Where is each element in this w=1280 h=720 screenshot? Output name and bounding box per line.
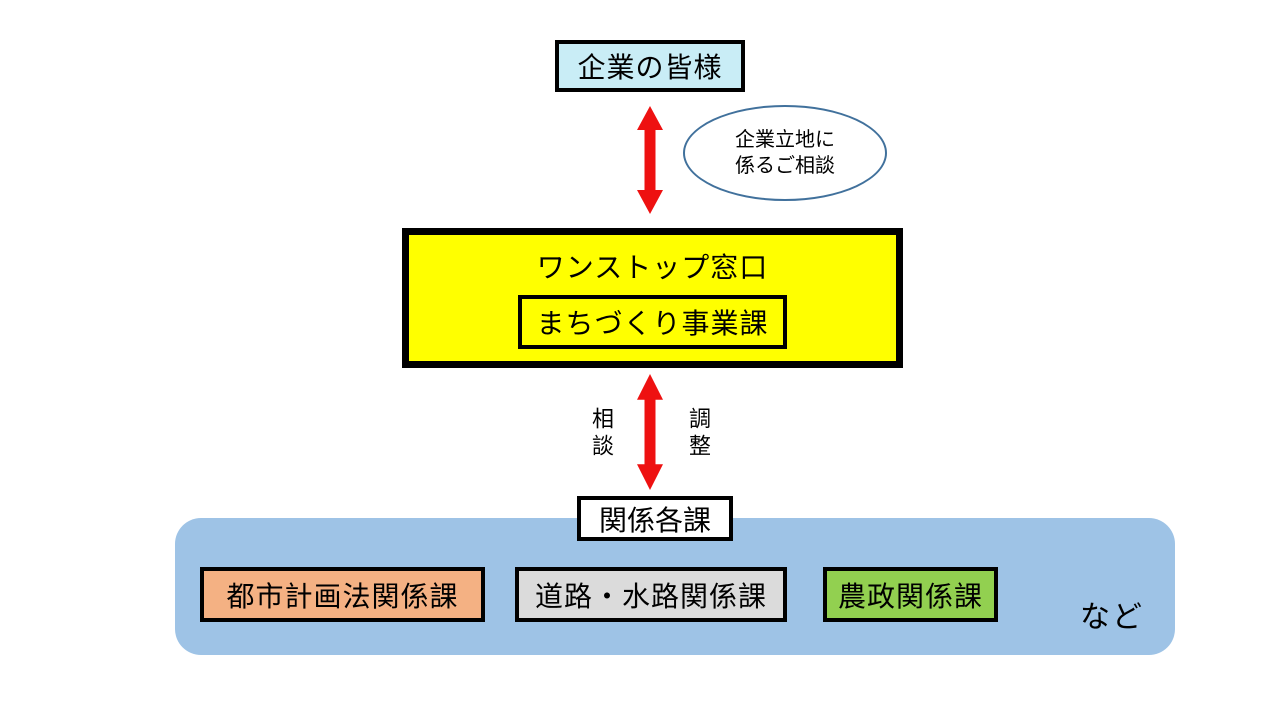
dept-road-waterway-box: 道路・水路関係課 [515,567,787,622]
etc-label: など [1080,601,1144,634]
related-divisions-label: 関係各課 [598,504,711,536]
dept-agriculture-box: 農政関係課 [823,567,998,622]
consultation-bubble-line2: 係るご相談 [735,155,835,177]
dept-city-planning-box: 都市計画法関係課 [200,567,485,622]
companies-box: 企業の皆様 [555,40,745,92]
double-arrow-lower-icon [637,374,663,490]
double-arrow-upper-icon [637,106,663,214]
dept-road-waterway-label: 道路・水路関係課 [534,580,767,612]
companies-box-label: 企業の皆様 [577,52,723,83]
dept-agriculture-label: 農政関係課 [837,580,983,612]
consultation-bubble-line1: 企業立地に [735,129,835,151]
machizukuri-dept-box: まちづくり事業課 [518,295,787,349]
consult-vertical-label: 相談 [589,407,614,461]
machizukuri-dept-label: まちづくり事業課 [536,308,769,339]
onestop-window-title: ワンストップ窓口 [536,252,769,283]
onestop-window-box: ワンストップ窓口 まちづくり事業課 [402,228,903,368]
consultation-bubble: 企業立地に 係るご相談 [683,105,887,201]
adjust-vertical-label: 調整 [686,407,711,461]
dept-city-planning-label: 都市計画法関係課 [226,580,459,612]
related-divisions-box: 関係各課 [577,496,733,541]
